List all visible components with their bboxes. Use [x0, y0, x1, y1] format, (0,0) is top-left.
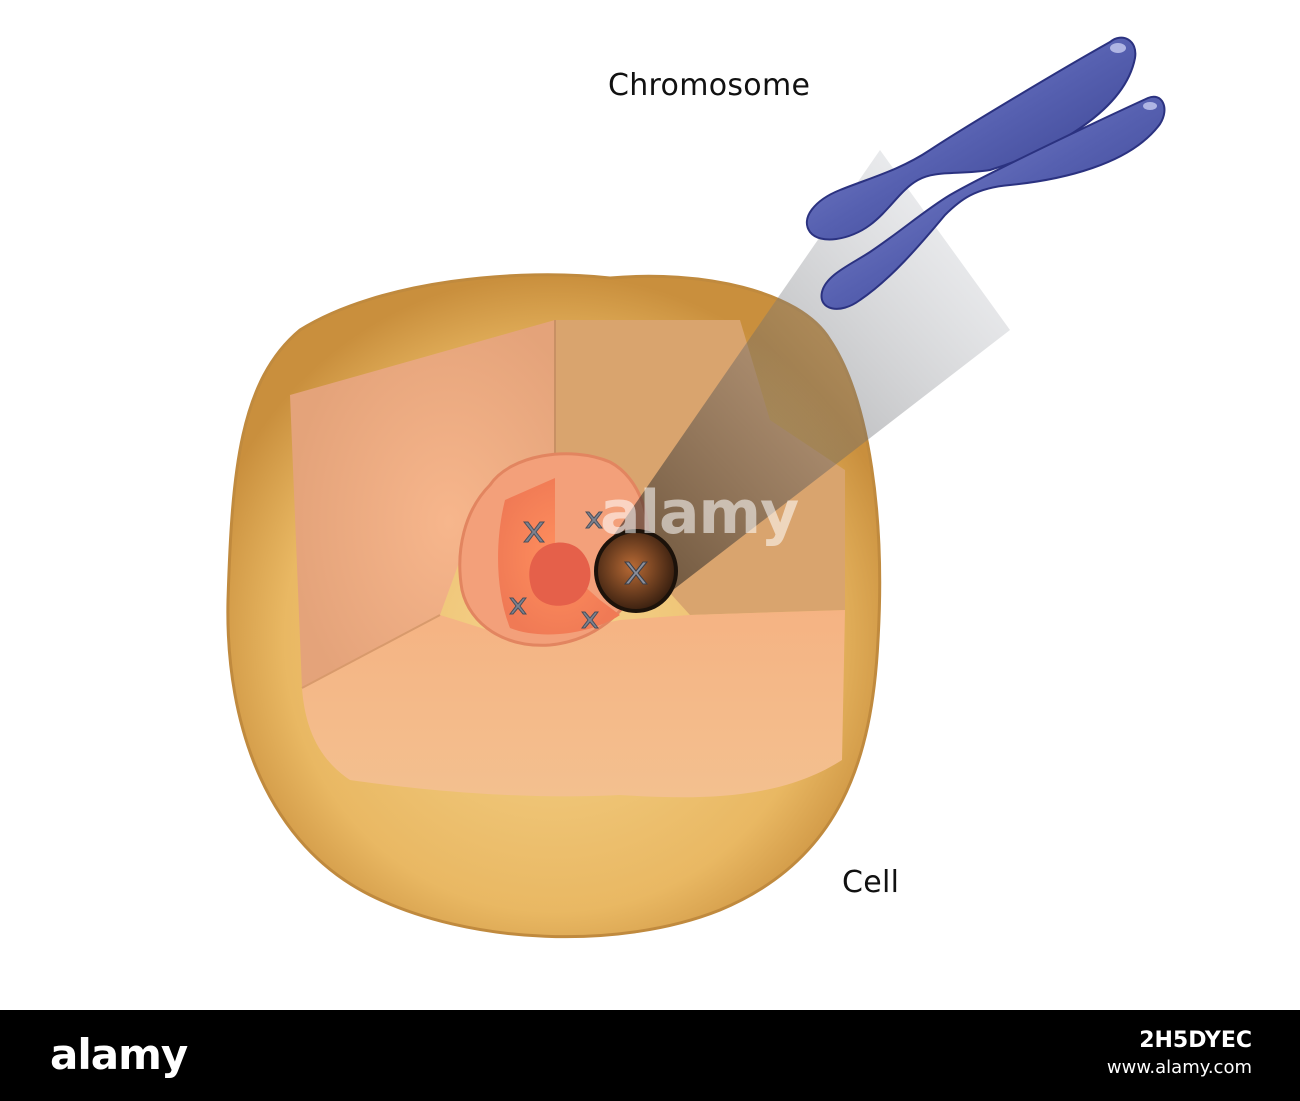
watermark-text: alamy	[600, 478, 799, 548]
footer-credit: 2H5DYEC www.alamy.com	[1107, 1028, 1252, 1078]
nucleolus	[529, 542, 591, 606]
footer-logo: alamy	[50, 1030, 188, 1079]
cytoplasm-floor	[302, 610, 845, 798]
footer-url: www.alamy.com	[1106, 1057, 1252, 1078]
chromosome-large	[805, 36, 1166, 310]
nucleus-chromosomes	[509, 511, 603, 629]
chromosome-label: Chromosome	[608, 68, 811, 103]
nucleus-inner	[498, 478, 620, 635]
magnification-beam	[600, 150, 1010, 600]
lens-chromosome	[623, 561, 649, 585]
cytoplasm-left-wall	[290, 320, 555, 688]
cell-label: Cell	[842, 865, 900, 900]
footer-bar: alamy 2H5DYEC www.alamy.com	[0, 1010, 1300, 1101]
cell-illustration	[226, 36, 1166, 939]
image-id: 2H5DYEC	[1139, 1028, 1252, 1053]
